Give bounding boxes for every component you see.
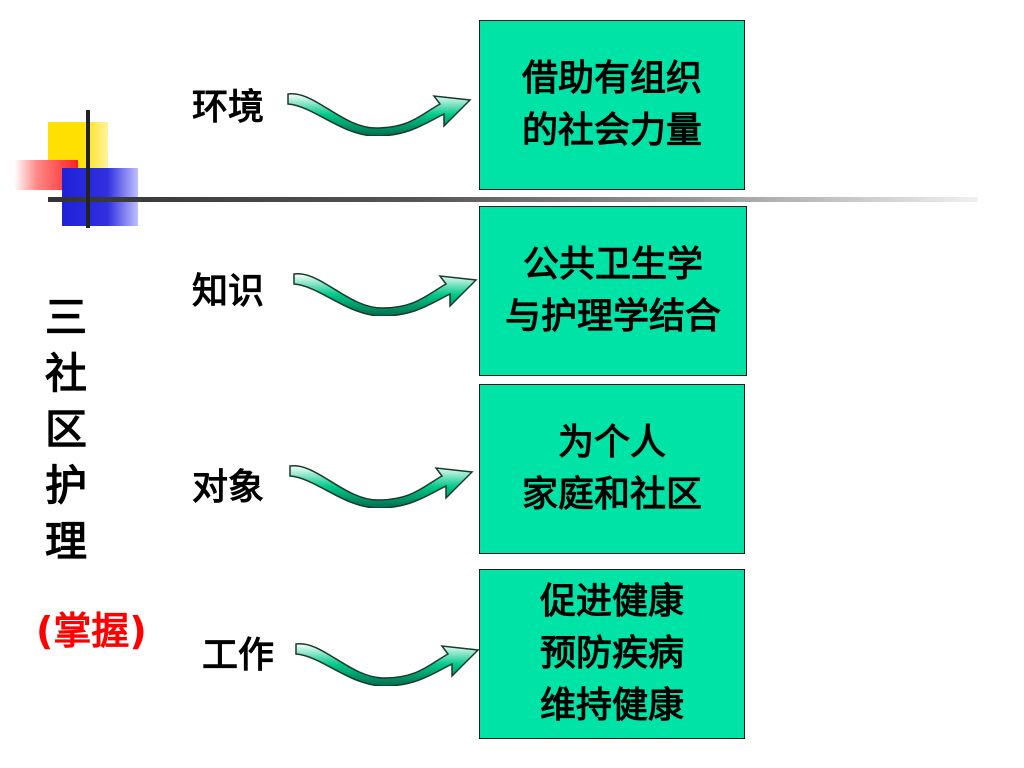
row-label-target: 对象 xyxy=(192,467,265,508)
curved-arrow-icon xyxy=(295,643,480,686)
box-line: 公共卫生学 xyxy=(522,244,703,285)
box-line: 为个人 xyxy=(557,422,666,463)
decor-horizontal-rule xyxy=(48,197,978,202)
box-work: 促进健康 预防疾病 维持健康 xyxy=(479,569,745,739)
mastery-label: (掌握) xyxy=(36,609,147,653)
title-char: 社 xyxy=(44,349,87,398)
box-line: 借助有组织 xyxy=(521,58,702,99)
title-char: 护 xyxy=(44,461,87,510)
box-target: 为个人 家庭和社区 xyxy=(479,384,745,554)
row-label-knowledge: 知识 xyxy=(192,271,265,312)
box-line: 的社会力量 xyxy=(521,110,702,151)
title-char: 三 xyxy=(44,293,87,342)
box-line: 维持健康 xyxy=(539,685,684,726)
decor-vertical-rule xyxy=(86,110,90,228)
box-line: 与护理学结合 xyxy=(504,296,721,337)
curved-arrow-icon xyxy=(287,93,472,136)
row-label-work: 工作 xyxy=(202,635,275,676)
box-knowledge: 公共卫生学 与护理学结合 xyxy=(479,206,747,376)
title-char: 区 xyxy=(44,405,87,454)
row-label-environment: 环境 xyxy=(192,87,265,128)
curved-arrow-icon xyxy=(289,465,474,508)
box-line: 家庭和社区 xyxy=(521,474,702,515)
box-line: 预防疾病 xyxy=(539,633,684,674)
box-line: 促进健康 xyxy=(539,581,684,622)
title-char: 理 xyxy=(44,517,87,566)
box-environment: 借助有组织 的社会力量 xyxy=(479,20,745,190)
curved-arrow-icon xyxy=(293,273,478,316)
vertical-title: 三 社 区 护 理 xyxy=(38,290,94,570)
